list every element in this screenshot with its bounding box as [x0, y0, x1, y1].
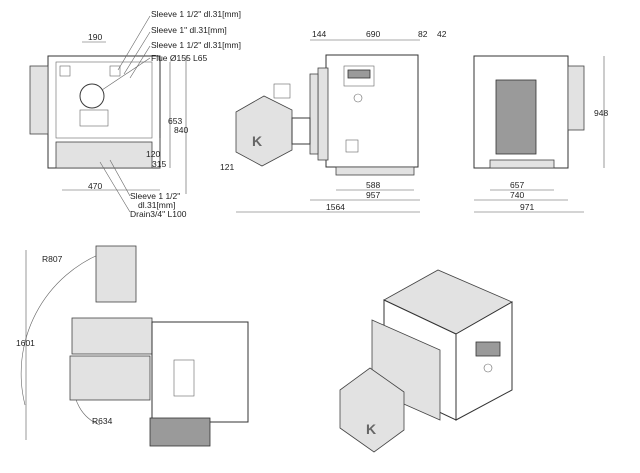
front-view-door	[55, 61, 153, 139]
dim-82: 82	[418, 29, 428, 39]
iso-burner	[339, 367, 405, 453]
dim-957: 957	[366, 190, 380, 200]
top-view-burner	[71, 317, 153, 355]
sleeve-connection-left	[59, 65, 71, 77]
dim-1564: 1564	[326, 202, 345, 212]
dim-948: 948	[594, 108, 608, 118]
dim-1601: 1601	[16, 338, 35, 348]
control-display	[347, 69, 371, 79]
side-view-door-frame	[317, 67, 329, 161]
top-view-burner-feeder	[95, 245, 137, 303]
side-view-base	[335, 166, 415, 176]
leader-sleeve-low	[129, 45, 151, 79]
dim-588: 588	[366, 180, 380, 190]
dim-657: 657	[510, 180, 524, 190]
iso-control-knob	[483, 363, 493, 373]
dim-740: 740	[510, 190, 524, 200]
rear-view-side-panel	[567, 65, 585, 131]
label-sleeve-bottom-line1: Sleeve 1 1/2"	[130, 191, 180, 201]
dim-315: 315	[152, 159, 166, 169]
leader-drain	[99, 161, 131, 213]
front-view-inspection-panel	[79, 109, 109, 127]
top-view-controls	[173, 359, 195, 397]
top-view-door	[69, 355, 151, 401]
label-sleeve-top: Sleeve 1 1/2" dl.31[mm]	[151, 9, 241, 19]
sleeve-connection-right	[109, 65, 121, 77]
side-view-socket	[345, 139, 359, 153]
burner-tube	[291, 117, 311, 145]
leader-sleeve-bottom	[109, 159, 131, 197]
side-view-boiler-body	[325, 54, 419, 168]
dim-42: 42	[437, 29, 447, 39]
iso-burner-logo: K	[366, 421, 376, 437]
side-view-door	[309, 73, 319, 155]
label-sleeve-bottom-line2: dl.31[mm]	[138, 200, 175, 210]
front-view-side-panel	[29, 65, 49, 135]
dim-r807: R807	[42, 254, 63, 264]
dim-971: 971	[520, 202, 534, 212]
rear-view-burner-silhouette	[495, 79, 537, 155]
isometric-view: K	[339, 269, 513, 453]
dim-840: 840	[174, 125, 188, 135]
dim-690: 690	[366, 29, 380, 39]
leader-sleeve-top	[117, 15, 151, 71]
label-drain: Drain3/4" L100	[130, 209, 187, 219]
dim-653: 653	[168, 116, 182, 126]
leader-sleeve-mid	[123, 31, 151, 75]
label-flue: Flue Ø155 L65	[151, 53, 208, 63]
control-panel	[343, 65, 375, 87]
dim-470: 470	[88, 181, 102, 191]
dim-r634: R634	[92, 416, 113, 426]
dim-120: 120	[146, 149, 160, 159]
label-sleeve-low: Sleeve 1 1/2" dl.31[mm]	[151, 40, 241, 50]
dim-121: 121	[220, 162, 234, 172]
front-view: 190 653 840 120 315 470	[29, 15, 188, 213]
swing-arc-r807	[20, 251, 106, 406]
flue-outlet	[79, 83, 105, 109]
burner-housing	[235, 95, 293, 167]
front-view-base	[55, 141, 153, 169]
label-sleeve-mid: Sleeve 1" dl.31[mm]	[151, 25, 227, 35]
top-view-boiler	[151, 321, 249, 423]
burner-logo: K	[252, 133, 262, 149]
burner-feeder	[273, 83, 291, 99]
side-view: K 144 690 82 42 121 588 957 1564	[220, 29, 447, 213]
top-view: R807 1601 R634	[16, 245, 249, 447]
leader-flue	[101, 57, 151, 91]
rear-view: 948 657 740 971	[473, 55, 608, 213]
control-knob	[353, 93, 363, 103]
rear-view-base	[489, 159, 555, 169]
iso-control-display	[475, 341, 501, 357]
burner-assembly: K	[235, 83, 311, 167]
dim-190: 190	[88, 32, 102, 42]
dim-144: 144	[312, 29, 326, 39]
top-view-base	[149, 417, 211, 447]
